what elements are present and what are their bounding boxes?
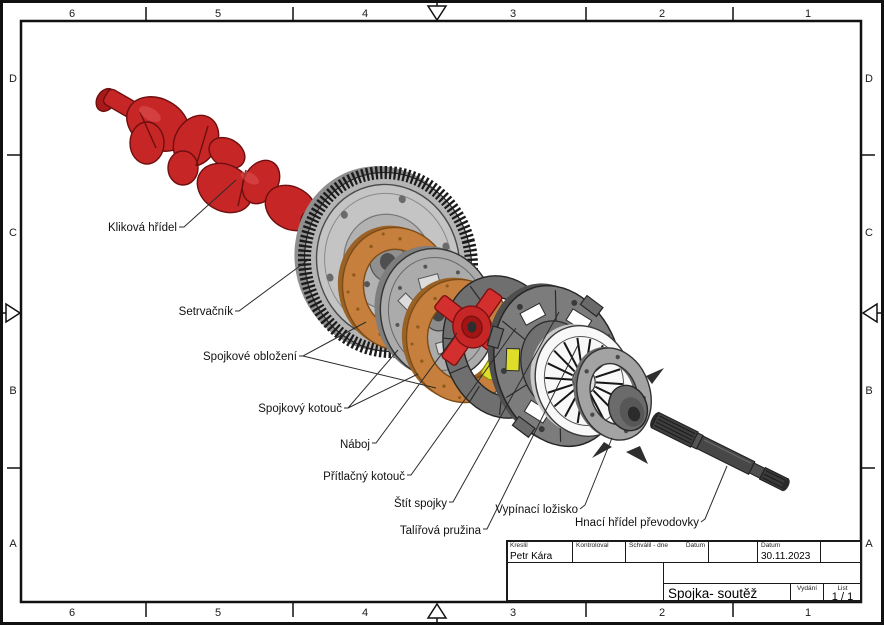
part-label: Přítlačný kotouč	[323, 471, 405, 483]
date-label: Datum	[685, 542, 705, 549]
zone-label: A	[9, 538, 17, 550]
sheet-label: List	[837, 585, 848, 592]
part-label: Talířová pružina	[400, 525, 482, 537]
approved-label: Schválil - dne	[629, 542, 669, 549]
zone-label: 1	[805, 8, 811, 20]
leader-line	[299, 321, 437, 389]
zone-label: B	[9, 385, 16, 397]
zone-label: D	[865, 73, 873, 85]
drawing-title: Spojka- soutěž	[668, 586, 758, 601]
zone-label: 2	[659, 607, 665, 619]
leader-line	[179, 179, 237, 228]
part-label: Setrvačník	[179, 306, 234, 318]
title-block-edition-cell: Vydání	[790, 583, 824, 602]
zone-labels: 6 5 4 3 2 1 6 5 4 3 2 1 D C B A D C B A	[9, 8, 873, 619]
zone-label: 2	[659, 8, 665, 20]
part-label: Vypínací ložisko	[495, 504, 578, 516]
zone-label: 4	[362, 607, 368, 619]
sheet-value: 1 / 1	[831, 591, 854, 602]
zone-label: 5	[215, 607, 221, 619]
leader-line	[372, 332, 458, 444]
zone-ticks	[7, 7, 875, 617]
edition-label: Vydání	[797, 585, 817, 592]
zone-label: 5	[215, 8, 221, 20]
leader-line	[344, 349, 419, 409]
release-bearing-hub	[592, 368, 664, 464]
title-block-checked-cell: Kontroloval	[572, 540, 626, 563]
title-block-empty-cell	[708, 540, 758, 563]
zone-label: 3	[510, 607, 516, 619]
zone-label: B	[865, 385, 872, 397]
drawn-value: Petr Kára	[510, 551, 553, 562]
leader-line	[483, 344, 579, 530]
input-shaft	[650, 411, 790, 492]
zone-label: A	[865, 538, 873, 550]
title-block-date-cell: Datum 30.11.2023	[757, 540, 821, 563]
leader-line	[407, 327, 517, 476]
part-label: Štít spojky	[394, 497, 447, 510]
title-block: Kreslil Petr Kára Kontroloval Schválil -…	[506, 540, 862, 602]
part-label: Náboj	[340, 439, 370, 451]
title-block-notes-cell	[506, 562, 664, 602]
title-block-approved-cell: Schválil - dne Datum	[625, 540, 709, 563]
zone-label: D	[9, 73, 17, 85]
zone-label: 3	[510, 8, 516, 20]
leader-line	[235, 259, 309, 312]
part-labels: Kliková hřídel Setrvačník Spojkové oblož…	[108, 222, 699, 537]
title-block-drawn-cell: Kreslil Petr Kára	[506, 540, 573, 563]
title-block-empty-strip	[663, 562, 862, 584]
zone-label: 6	[69, 8, 75, 20]
title-block-empty-cell	[820, 540, 862, 563]
checked-label: Kontroloval	[576, 542, 609, 549]
drawn-label: Kreslil	[510, 542, 528, 549]
title-block-title-cell: Spojka- soutěž	[663, 583, 791, 602]
date-value: 30.11.2023	[761, 551, 811, 562]
leader-lines	[179, 179, 728, 530]
part-label: Spojkový kotouč	[258, 403, 342, 415]
leader-line	[449, 311, 560, 503]
zone-label: C	[865, 227, 873, 239]
zone-label: 6	[69, 607, 75, 619]
zone-label: 4	[362, 8, 368, 20]
leader-line	[579, 437, 613, 510]
part-label: Spojkové obložení	[203, 351, 298, 363]
zone-label: C	[9, 227, 17, 239]
title-block-sheet-cell: List 1 / 1	[823, 583, 862, 602]
leader-line	[700, 465, 728, 523]
zone-label: 1	[805, 607, 811, 619]
part-label: Hnací hřídel převodovky	[575, 517, 699, 529]
part-label: Kliková hřídel	[108, 222, 177, 234]
date2-label: Datum	[761, 542, 781, 549]
